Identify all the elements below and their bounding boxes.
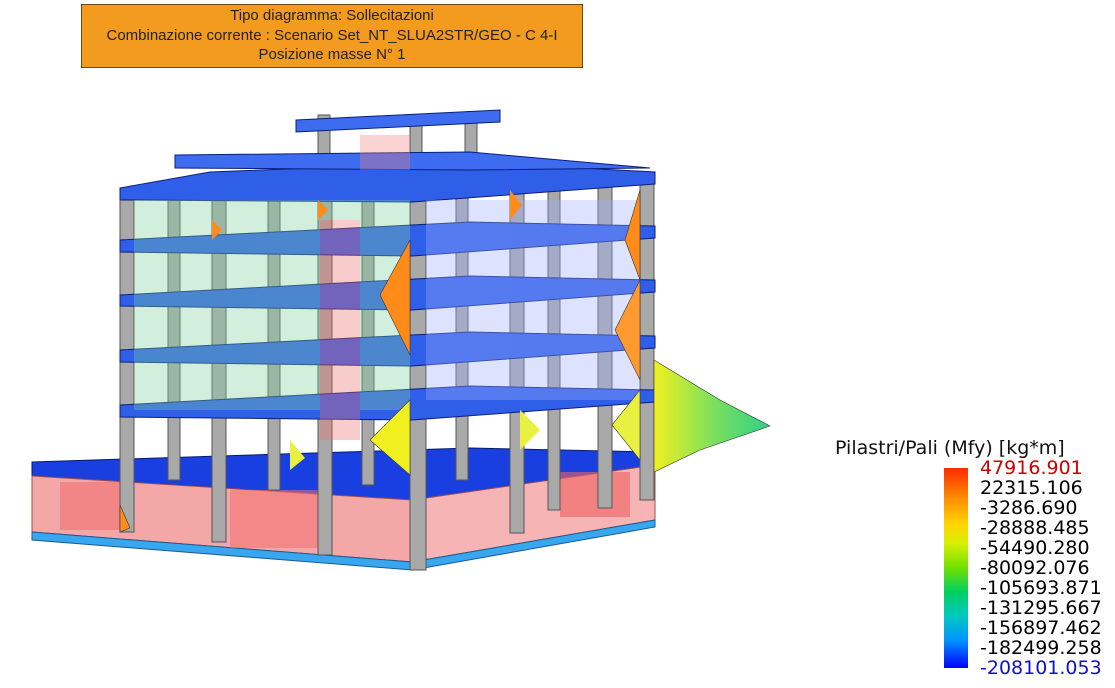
diagram-yellow-2 <box>611 389 641 461</box>
combination-label: Combinazione corrente : Scenario Set_NT_… <box>106 26 558 44</box>
legend-value-2: -3286.690 <box>980 497 1078 519</box>
legend-value-0: 47916.901 <box>980 457 1083 479</box>
legend-value-7: -131295.667 <box>980 597 1102 619</box>
legend-value-1: 22315.106 <box>980 477 1083 499</box>
legend-value-4: -54490.280 <box>980 537 1090 559</box>
diagram-large-green <box>653 359 771 473</box>
diagram-orange-2 <box>624 189 641 281</box>
foundation-wall-red-3 <box>560 472 630 517</box>
diagram-yellow-1 <box>369 399 411 476</box>
legend-value-6: -105693.871 <box>980 577 1102 599</box>
legend-value-10: -208101.053 <box>980 657 1102 679</box>
interior-panels <box>134 135 640 440</box>
diagram-orange-3 <box>614 279 641 381</box>
diagram-small-2 <box>318 200 328 220</box>
diagram-small-1 <box>212 220 222 240</box>
diagram-small-3 <box>510 190 522 220</box>
foundation-wall-red-1 <box>60 482 120 530</box>
legend-value-5: -80092.076 <box>980 557 1090 579</box>
floor-beams <box>119 109 656 421</box>
diagram-info-box: Tipo diagramma: Sollecitazioni Combinazi… <box>81 4 583 68</box>
structural-model-view[interactable] <box>0 80 800 600</box>
color-scale-bar <box>944 468 968 668</box>
diagram-orange-4 <box>119 504 131 533</box>
foundation-wall-red-2 <box>230 490 320 548</box>
legend-title: Pilastri/Pali (Mfy) [kg*m] <box>835 437 1065 459</box>
legend-values: 47916.901 22315.106 -3286.690 -28888.485… <box>980 458 1102 678</box>
diagram-small-4 <box>290 440 305 470</box>
legend-value-8: -156897.462 <box>980 617 1102 639</box>
legend-value-9: -182499.258 <box>980 637 1102 659</box>
mass-position-label: Posizione masse N° 1 <box>258 46 406 63</box>
moment-diagrams <box>119 189 771 533</box>
diagram-type-label: Tipo diagramma: Sollecitazioni <box>230 7 434 24</box>
diagram-small-5 <box>520 410 540 450</box>
legend-value-3: -28888.485 <box>980 517 1090 539</box>
diagram-orange-1 <box>379 239 411 356</box>
